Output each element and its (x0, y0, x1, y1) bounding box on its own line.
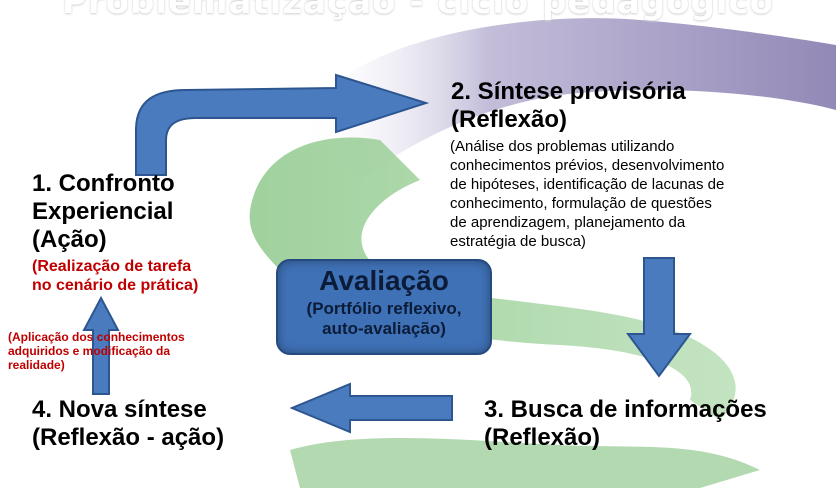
stage-2-detail: (Análise dos problemas utilizando conhec… (450, 138, 725, 250)
stage-4-title: 4. Nova síntese (Reflexão - ação) (32, 396, 225, 451)
arrow-up-4-to-1 (82, 296, 120, 395)
stage-4-detail: (Aplicação dos conhecimentos adquiridos … (8, 330, 185, 372)
stage-2-title: 2. Síntese provisória (Reflexão) (451, 78, 686, 133)
page-title: Problematização - ciclo pedagógico (61, 0, 775, 22)
arrow-left-3-to-4 (290, 382, 453, 434)
stage-1-detail: (Realização de tarefa no cenário de prát… (32, 258, 199, 294)
curved-arrow-1-to-2 (135, 73, 430, 176)
arrow-down-2-to-3 (626, 257, 692, 378)
stage-3-title: 3. Busca de informações (Reflexão) (484, 396, 767, 451)
evaluation-title: Avaliação (319, 265, 449, 296)
stage-1-title: 1. Confronto Experiencial (Ação) (32, 170, 175, 253)
evaluation-box: Avaliação (Portfólio reflexivo, auto-ava… (276, 259, 492, 355)
evaluation-subtitle: (Portfólio reflexivo, auto-avaliação) (306, 299, 462, 338)
